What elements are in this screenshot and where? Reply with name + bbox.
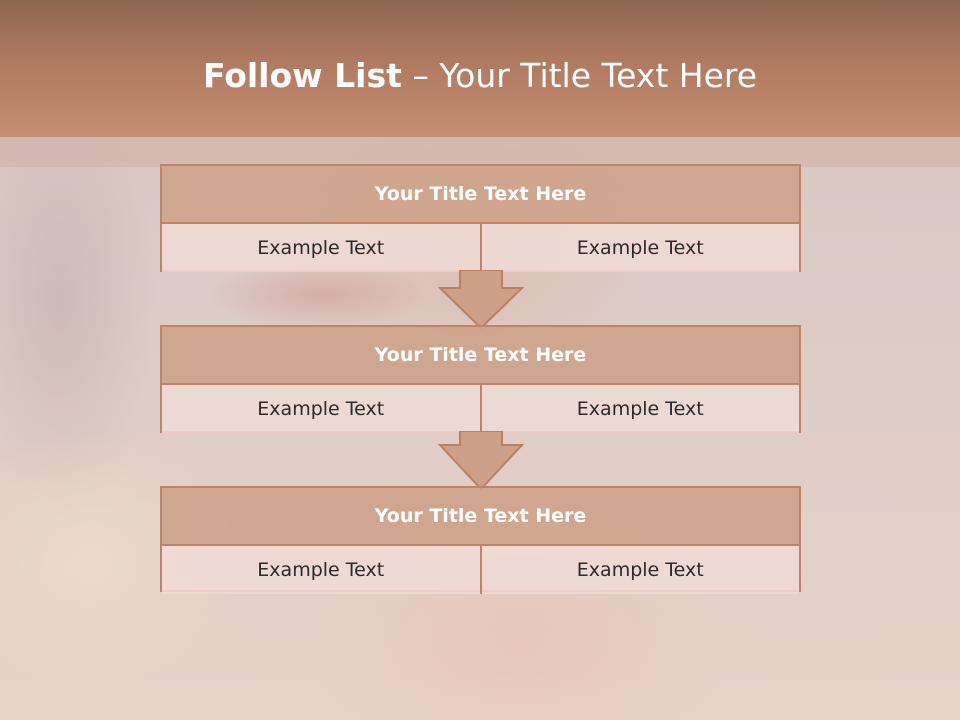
block-row: Example Text Example Text <box>162 385 799 433</box>
block-title: Your Title Text Here <box>162 488 799 546</box>
header-band <box>0 137 960 167</box>
down-arrow-2 <box>438 431 524 491</box>
block-cell-left: Example Text <box>162 385 480 433</box>
title-rest: – Your Title Text Here <box>401 56 758 95</box>
block-cell-right: Example Text <box>479 385 799 433</box>
list-block-1: Your Title Text Here Example Text Exampl… <box>160 164 801 272</box>
block-cell-left: Example Text <box>162 224 480 272</box>
list-block-3: Your Title Text Here Example Text Exampl… <box>160 486 801 594</box>
block-cell-right: Example Text <box>479 546 799 594</box>
title-bold: Follow List <box>202 56 402 95</box>
list-block-2: Your Title Text Here Example Text Exampl… <box>160 325 801 433</box>
block-title: Your Title Text Here <box>162 166 799 224</box>
block-row: Example Text Example Text <box>162 546 799 594</box>
header-bar <box>0 0 960 137</box>
page-title: Follow List – Your Title Text Here <box>0 56 960 96</box>
block-cell-right: Example Text <box>479 224 799 272</box>
block-row: Example Text Example Text <box>162 224 799 272</box>
block-cell-left: Example Text <box>162 546 480 594</box>
down-arrow-1 <box>438 270 524 330</box>
block-title: Your Title Text Here <box>162 327 799 385</box>
